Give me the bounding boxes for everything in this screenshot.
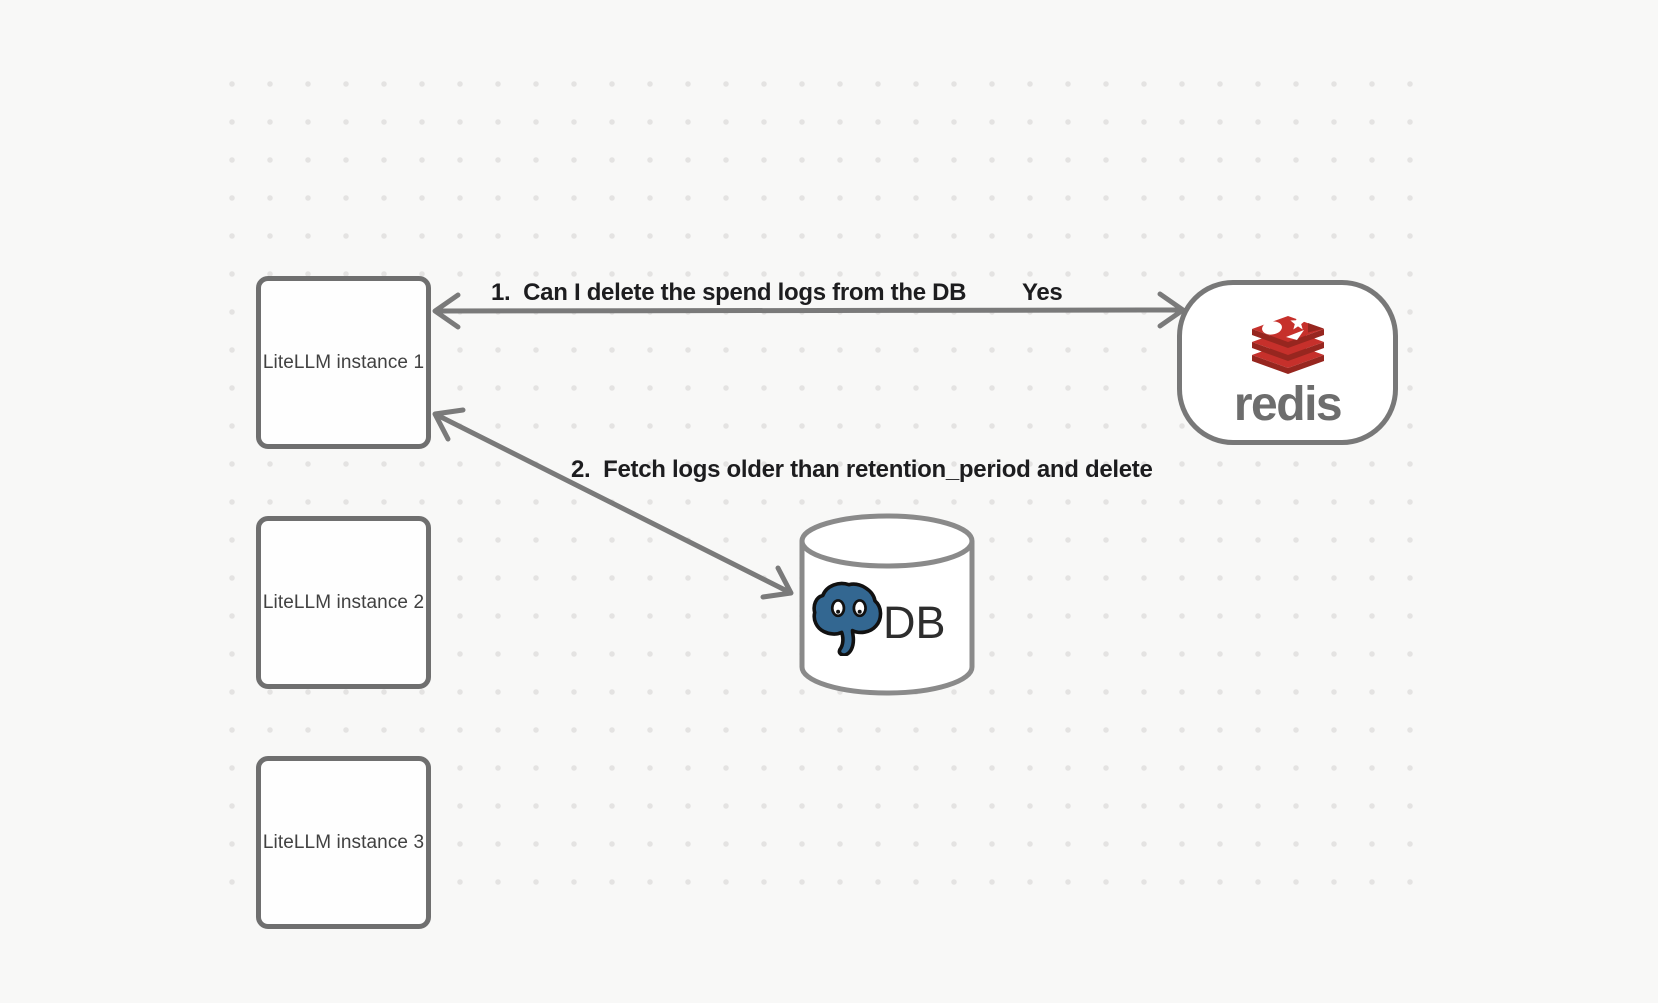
arrow-2-label: 2. Fetch logs older than retention_perio… — [571, 456, 1153, 483]
arrow-1-label: 1. Can I delete the spend logs from the … — [491, 279, 967, 306]
node-label: LiteLLM instance 1 — [262, 351, 425, 373]
node-redis: redis — [1177, 280, 1398, 445]
node-label: LiteLLM instance 2 — [262, 591, 425, 613]
arrow-1-response-label: Yes — [1022, 279, 1063, 306]
node-label: LiteLLM instance 3 — [262, 831, 425, 853]
node-litellm-instance-3: LiteLLM instance 3 — [256, 756, 431, 929]
redis-wordmark: redis — [1233, 378, 1343, 431]
db-cylinder-icon — [799, 513, 975, 696]
node-litellm-instance-1: LiteLLM instance 1 — [256, 276, 431, 449]
redis-logo-icon — [1252, 315, 1324, 374]
node-litellm-instance-2: LiteLLM instance 2 — [256, 516, 431, 689]
postgresql-elephant-icon — [812, 581, 883, 656]
db-label: DB — [883, 597, 946, 648]
